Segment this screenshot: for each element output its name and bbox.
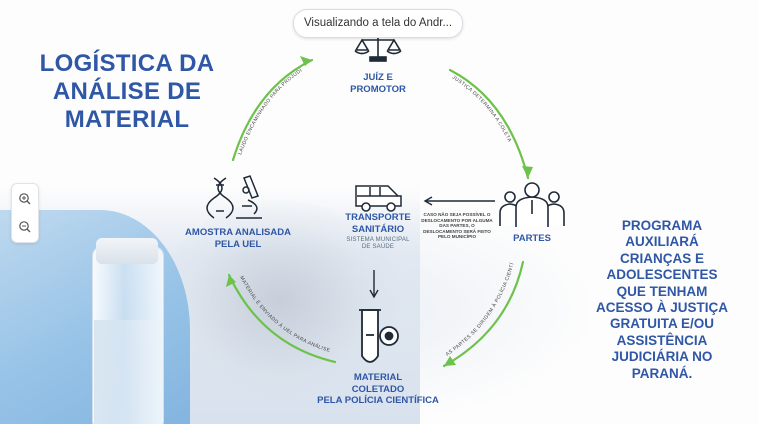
node-transport-line: TRANSPORTE xyxy=(345,212,411,223)
node-judge-prosecutor: JUÍZ E PROMOTOR xyxy=(338,72,418,95)
arrow-to-sample xyxy=(227,273,337,364)
note-line: DAS PARTES, O xyxy=(439,223,475,229)
program-line: QUE TENHAM xyxy=(616,283,708,299)
note-line: DESLOCAMENTO SERÁ FEITO xyxy=(423,228,491,234)
title-line: MATERIAL xyxy=(64,106,190,133)
transport-note: CASO NÃO SEJA POSSÍVEL O DESLOCAMENTO PO… xyxy=(418,212,496,240)
node-material-collected: MATERIAL COLETADO PELA POLÍCIA CIENTÍFIC… xyxy=(300,372,456,407)
screen-share-status-text: Visualizando a tela do Andr... xyxy=(303,17,453,29)
node-judge-line: JUÍZ E xyxy=(363,72,393,83)
program-line: ASSISTÊNCIA xyxy=(616,332,708,348)
program-line: PROGRAMA xyxy=(621,218,703,233)
photo-fade xyxy=(360,195,600,424)
van-icon xyxy=(355,185,402,212)
node-sample-analyzed: AMOSTRA ANALISADA PELA UEL xyxy=(170,227,306,250)
node-transport: TRANSPORTE SANITÁRIO xyxy=(332,212,424,235)
note-line: PELO MUNICÍPIO xyxy=(437,234,477,240)
program-line: ACESSO À JUSTIÇA xyxy=(595,300,729,316)
title-line: LOGÍSTICA DA xyxy=(39,50,215,77)
note-line: CASO NÃO SEJA POSSÍVEL O xyxy=(423,212,491,217)
secondary-arrows xyxy=(369,196,495,299)
program-line: PARANÁ. xyxy=(631,365,693,381)
node-transport-subtitle: SISTEMA MUNICIPAL DE SAÚDE xyxy=(332,237,424,251)
node-material-line: PELA POLÍCIA CIENTÍFICA xyxy=(317,395,439,406)
node-sample-line: AMOSTRA ANALISADA xyxy=(185,227,291,238)
zoom-in-icon xyxy=(19,193,31,205)
program-line: GRATUITA E/OU xyxy=(610,316,714,332)
slide-title: LOGÍSTICA DA ANÁLISE DE MATERIAL xyxy=(22,50,232,134)
arrow-to-parties xyxy=(448,68,530,180)
dna-microscope-icon xyxy=(206,175,262,219)
node-parties: PARTES xyxy=(500,233,564,245)
arrow-heads xyxy=(226,56,533,366)
node-judge-line: PROMOTOR xyxy=(350,83,406,95)
node-transport-line: SANITÁRIO xyxy=(351,223,405,235)
screen-share-status[interactable]: Visualizando a tela do Andr... xyxy=(293,9,463,38)
scales-icon xyxy=(354,30,402,62)
program-line: CRIANÇAS E xyxy=(619,250,704,266)
program-line: ADOLESCENTES xyxy=(606,267,718,283)
zoom-in-button[interactable] xyxy=(15,189,35,209)
program-line: JUDICIÁRIA NO xyxy=(611,349,713,365)
test-tube-icon xyxy=(359,309,399,363)
scientist-face-blur xyxy=(160,200,400,400)
node-sample-line: PELA UEL xyxy=(214,238,262,250)
arrow-label-to-parties: JUSTIÇA DETERMINA A COLETA xyxy=(451,75,513,144)
zoom-out-icon xyxy=(19,221,31,233)
transport-sub-line: SISTEMA MUNICIPAL xyxy=(346,237,410,243)
green-arrows xyxy=(227,58,530,368)
arrow-to-judge xyxy=(231,58,314,162)
zoom-out-button[interactable] xyxy=(15,217,35,237)
note-line: DESLOCAMENTO POR ALGUMA xyxy=(421,217,493,223)
arrow-to-material xyxy=(442,260,525,368)
title-line: ANÁLISE DE xyxy=(52,78,202,105)
vial-liquid xyxy=(94,320,160,424)
program-description: PROGRAMA AUXILIARÁ CRIANÇAS E ADOLESCENT… xyxy=(587,218,737,382)
people-icon xyxy=(499,182,565,227)
node-material-line: COLETADO xyxy=(351,383,405,395)
vial-cap xyxy=(96,238,158,264)
arrow-label-to-judge: LAUDO ENCAMINHADO PARA PROJUDI xyxy=(237,68,303,156)
node-material-line: MATERIAL xyxy=(353,372,403,383)
program-line: AUXILIARÁ xyxy=(625,234,699,250)
node-parties-line: PARTES xyxy=(513,233,551,244)
transport-sub-line: DE SAÚDE xyxy=(361,244,395,250)
zoom-controls xyxy=(11,183,39,243)
